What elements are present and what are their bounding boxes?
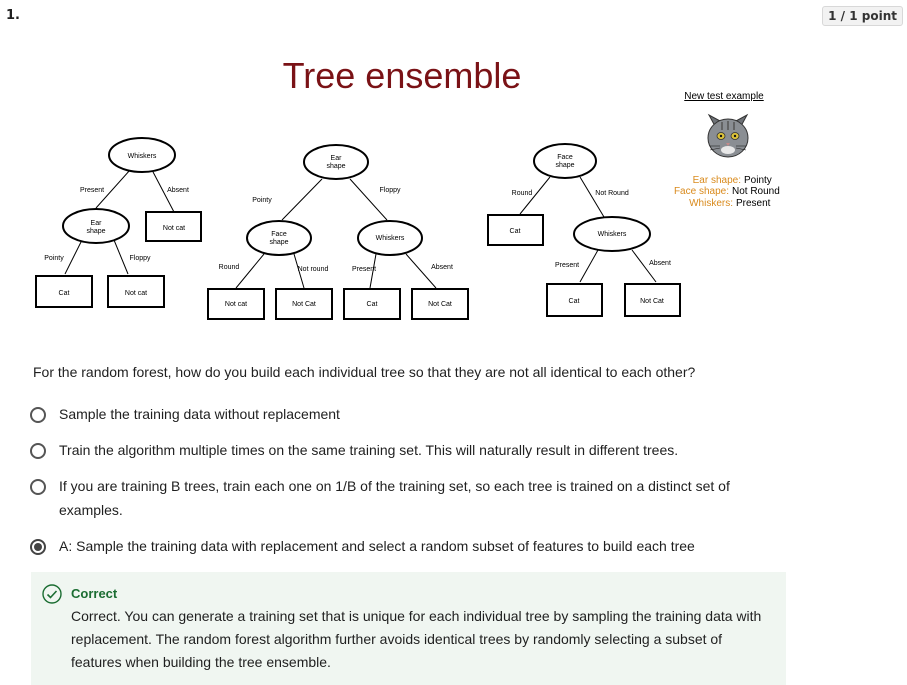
tree2-child-right: Whiskers [376, 235, 405, 242]
tree-3 [487, 143, 681, 317]
tree1-leaf-lr: Not cat [125, 290, 147, 297]
figure-title: Tree ensemble [283, 55, 522, 96]
whiskers-label: Whiskers: [689, 198, 733, 209]
tree2-leaf-4: Not Cat [428, 301, 452, 308]
tree1-child-node-l2: shape [86, 228, 105, 235]
option-4[interactable]: A: Sample the training data with replace… [30, 538, 695, 558]
option-3-radio[interactable] [30, 479, 46, 495]
tree2-leaf-1: Not cat [225, 301, 247, 308]
tree1-leaf-right: Not cat [163, 225, 185, 232]
tree2-edge-lr: Not round [298, 266, 329, 273]
option-1-radio[interactable] [30, 407, 46, 423]
whiskers-value: Present [736, 198, 771, 209]
tree3-leaf-rr: Not Cat [640, 298, 664, 305]
tree3-root-node-l2: shape [555, 162, 574, 169]
question-text: For the random forest, how do you build … [33, 364, 696, 380]
option-2-radio[interactable] [30, 443, 46, 459]
tree-ensemble-figure: Tree ensemble Whiskers Present Absent Ea… [32, 42, 784, 332]
feedback-panel: Correct Correct. You can generate a trai… [31, 572, 786, 685]
tree2-edge-ll: Round [219, 264, 240, 271]
option-4-text: A: Sample the training data with replace… [59, 538, 695, 554]
feedback-title: Correct [71, 586, 118, 601]
cat-icon [707, 113, 749, 158]
tree1-leaf-ll: Cat [59, 290, 70, 297]
tree2-edge-rr: Absent [431, 264, 453, 271]
tree1-edge-ll: Pointy [44, 255, 64, 262]
tree1-edge-lr: Floppy [129, 255, 151, 262]
feedback-text: Correct. You can generate a training set… [71, 608, 762, 670]
tree3-root-node-l1: Face [557, 154, 573, 161]
face-shape-label: Face shape: [674, 186, 729, 197]
tree2-edge-right: Floppy [379, 187, 401, 194]
ear-shape-label: Ear shape: [693, 175, 741, 186]
tree2-child-left-l1: Face [271, 231, 287, 238]
option-3[interactable]: If you are training B trees, train each … [30, 478, 780, 522]
new-test-label: New test example [684, 91, 764, 102]
question-number: 1. [6, 8, 20, 23]
tree3-edge-rr: Absent [649, 260, 671, 267]
tree3-edge-right: Not Round [595, 190, 629, 197]
option-1[interactable]: Sample the training data without replace… [30, 406, 340, 426]
tree2-edge-rl: Present [352, 266, 376, 273]
tree3-leaf-left: Cat [510, 228, 521, 235]
ear-shape-value: Pointy [744, 175, 772, 186]
tree1-root-node: Whiskers [128, 153, 157, 160]
tree1-edge-left: Present [80, 187, 104, 194]
option-2[interactable]: Train the algorithm multiple times on th… [30, 442, 678, 462]
tree3-edge-left: Round [512, 190, 533, 197]
tree3-leaf-rl: Cat [569, 298, 580, 305]
new-test-example: New test example Ear shape: Pointy Face … [674, 91, 780, 209]
tree-1 [35, 137, 202, 308]
option-4-radio-selected[interactable] [30, 539, 46, 555]
tree2-root-node-l2: shape [326, 163, 345, 170]
tree2-child-left-l2: shape [269, 239, 288, 246]
option-3-text: If you are training B trees, train each … [59, 478, 730, 518]
tree1-child-node-l1: Ear [91, 220, 103, 227]
option-1-text: Sample the training data without replace… [59, 406, 340, 422]
option-2-text: Train the algorithm multiple times on th… [59, 442, 679, 458]
check-circle-icon [42, 584, 62, 604]
tree2-leaf-3: Cat [367, 301, 378, 308]
tree-2 [207, 144, 469, 320]
face-shape-value: Not Round [732, 186, 780, 197]
tree2-root-node-l1: Ear [331, 155, 343, 162]
tree2-edge-left: Pointy [252, 197, 272, 204]
tree2-leaf-2: Not Cat [292, 301, 316, 308]
score-badge: 1 / 1 point [822, 6, 903, 26]
tree-ensemble-diagram: Tree ensemble Whiskers Present Absent Ea… [35, 55, 780, 320]
tree3-edge-rl: Present [555, 262, 579, 269]
tree3-child-node: Whiskers [598, 231, 627, 238]
tree1-edge-right: Absent [167, 187, 189, 194]
